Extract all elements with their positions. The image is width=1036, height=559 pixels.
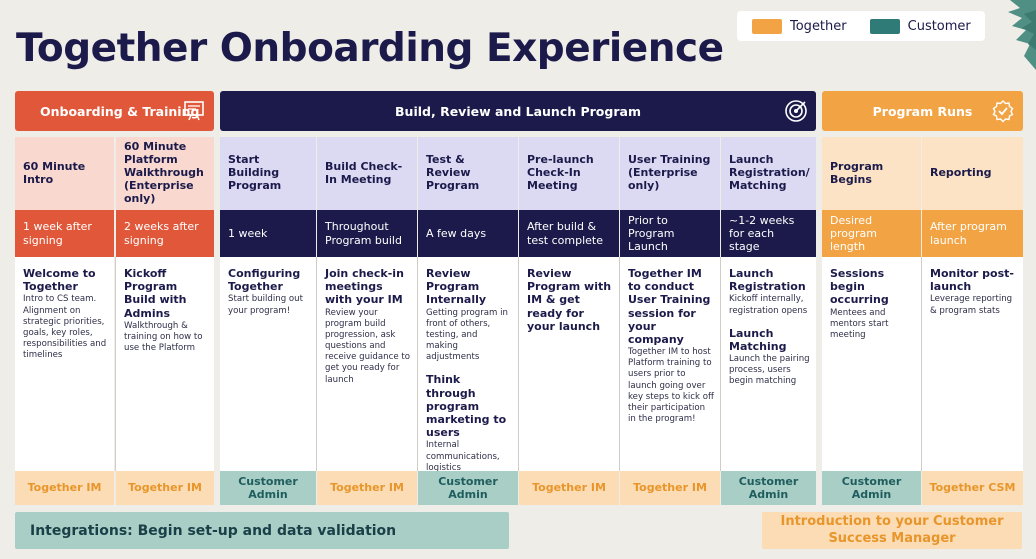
step-description: Internal communications, logistics: [426, 440, 500, 471]
csm-intro-banner: Introduction to your Customer Success Ma…: [762, 512, 1022, 549]
column-duration: After program launch: [922, 210, 1023, 257]
column-owner: Together CSM: [922, 471, 1023, 505]
target-icon: [785, 100, 807, 122]
column-duration: Desired program length: [822, 210, 921, 257]
legend-item-customer: Customer: [869, 18, 971, 34]
column-owner: Customer Admin: [721, 471, 816, 505]
column-duration: 1 week: [220, 210, 316, 257]
step-title: Welcome to Together: [23, 267, 96, 294]
column-header: Start Building Program: [220, 137, 316, 210]
step-title: Review Program Internally: [426, 267, 487, 307]
check-badge-icon: [992, 100, 1014, 123]
column-owner: Customer Admin: [822, 471, 921, 505]
column-header: 60 Minute Intro: [15, 137, 114, 210]
legend-label: Together: [790, 18, 847, 34]
integrations-banner: Integrations: Begin set-up and data vali…: [15, 512, 509, 549]
column-header: Launch Registration/ Matching: [721, 137, 816, 210]
column-duration: ~1-2 weeks for each stage: [721, 210, 816, 257]
column-duration: 1 week after signing: [15, 210, 114, 257]
phase-program-runs: Program Runs: [822, 91, 1023, 131]
column-header: Pre-launch Check-In Meeting: [519, 137, 619, 210]
column-owner: Together IM: [317, 471, 417, 505]
step-title: Launch Registration: [729, 267, 806, 294]
step-title: Monitor post-launch: [930, 267, 1014, 294]
legend-swatch: [869, 18, 900, 34]
step-title: Think through program marketing to users: [426, 373, 507, 440]
column-header: 60 Minute Platform Walkthrough (Enterpri…: [116, 137, 214, 210]
column-body: Together IM to conduct User Training ses…: [620, 257, 720, 471]
step-description: Getting program in front of others, test…: [426, 307, 508, 363]
page-title: Together Onboarding Experience: [16, 26, 724, 71]
phase-build-review-launch: Build, Review and Launch Program: [220, 91, 816, 131]
column-header: Test & Review Program: [418, 137, 518, 210]
legend-swatch: [752, 18, 782, 34]
step-description: Review your program build progression, a…: [325, 307, 410, 385]
column-owner: Customer Admin: [418, 471, 518, 505]
step-description: Leverage reporting & program stats: [930, 294, 1013, 316]
column-owner: Together IM: [620, 471, 720, 505]
step-title: Review Program with IM & get ready for y…: [527, 267, 612, 333]
step-description: Together IM to host Platform training to…: [628, 347, 714, 425]
column-duration: 2 weeks after signing: [116, 210, 214, 257]
column-body: Review Program with IM & get ready for y…: [519, 257, 619, 471]
column-duration: A few days: [418, 210, 518, 257]
legend: Together Customer: [737, 11, 985, 41]
step-description: Mentees and mentors start meeting: [830, 307, 889, 340]
column-owner: Together IM: [15, 471, 114, 505]
column-duration: After build & test complete: [519, 210, 619, 257]
phase-label: Onboarding & Training: [40, 103, 200, 119]
step-description: Kickoff internally, registration opens: [729, 294, 808, 316]
step-title: Configuring Together: [228, 267, 301, 294]
presentation-icon: [184, 101, 204, 121]
column-owner: Together IM: [519, 471, 619, 505]
legend-label: Customer: [907, 18, 971, 34]
phase-label: Build, Review and Launch Program: [395, 103, 641, 119]
step-title: Launch Matching: [729, 326, 787, 353]
step-title: Together IM to conduct User Training ses…: [628, 267, 711, 346]
column-owner: Together IM: [116, 471, 214, 505]
column-owner: Customer Admin: [220, 471, 316, 505]
column-header: Reporting: [922, 137, 1023, 210]
decorative-leaf-icon: [1008, 0, 1036, 70]
column-duration: Prior to Program Launch: [620, 210, 720, 257]
step-description: Intro to CS team. Alignment on strategic…: [23, 294, 107, 361]
step-title: Kickoff Program Build with Admins: [124, 267, 187, 320]
column-duration: Throughout Program build: [317, 210, 417, 257]
legend-item-together: Together: [752, 18, 847, 34]
phase-label: Program Runs: [872, 103, 973, 119]
column-header: Program Begins: [822, 137, 921, 210]
step-title: Sessions begin occurring: [830, 267, 889, 307]
column-header: User Training (Enterprise only): [620, 137, 720, 210]
column-header: Build Check-In Meeting: [317, 137, 417, 210]
step-description: Launch the pairing process, users begin …: [729, 354, 810, 387]
step-description: Walkthrough & training on how to use the…: [124, 320, 203, 354]
phase-onboarding-training: Onboarding & Training: [15, 91, 214, 131]
step-description: Start building out your program!: [228, 294, 303, 316]
step-title: Join check-in meetings with your IM: [325, 267, 404, 307]
